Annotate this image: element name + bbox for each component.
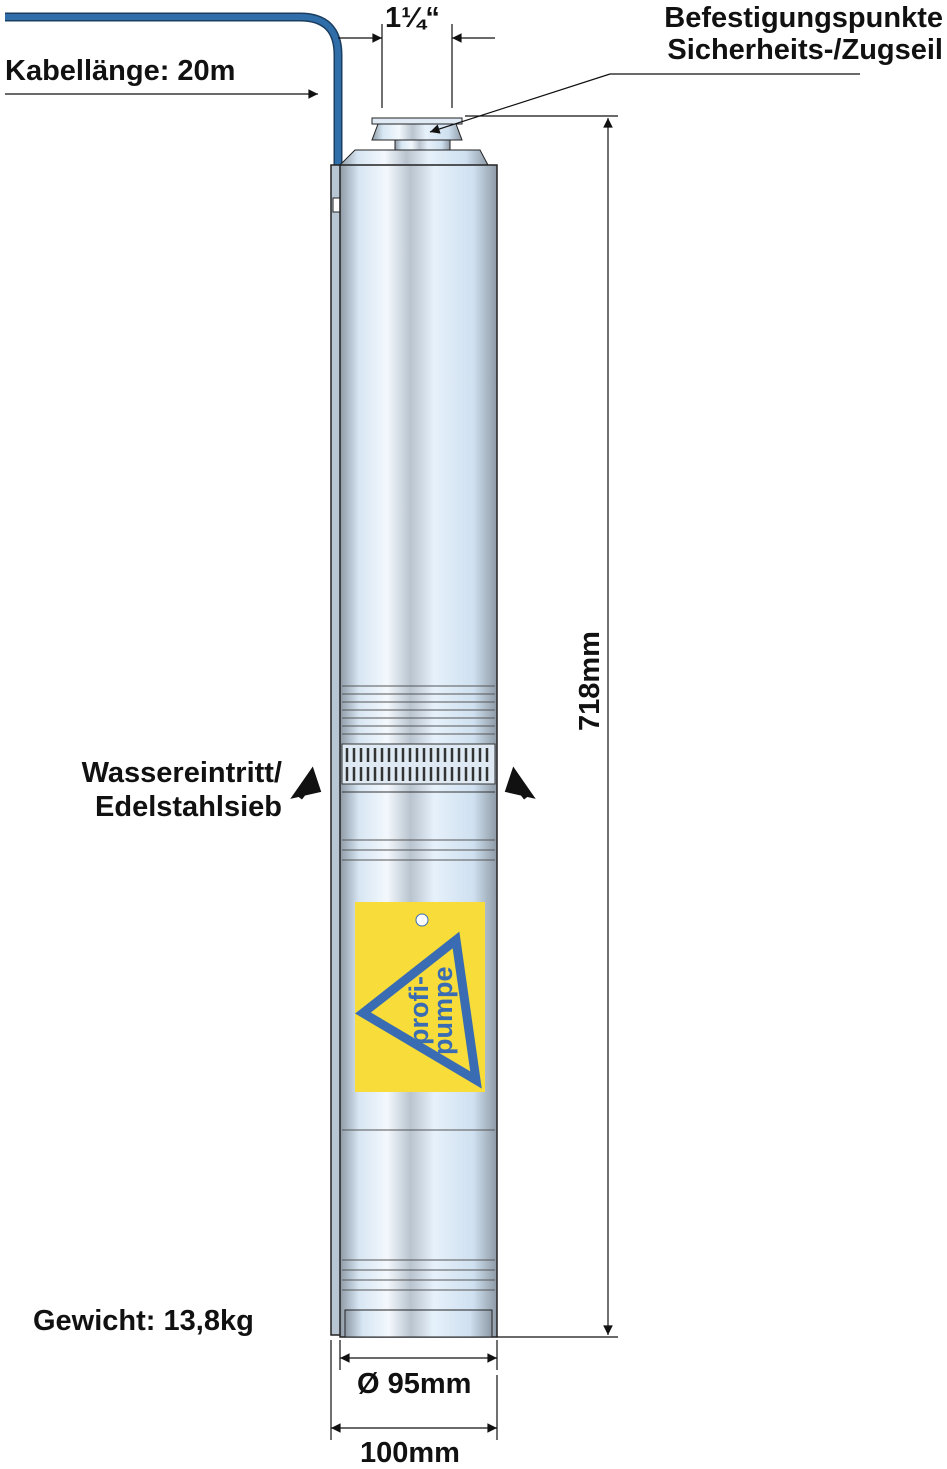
water-inlet-label-2: Edelstahlsieb xyxy=(95,791,282,823)
sieve-slots xyxy=(345,748,489,781)
weight-label: Gewicht: 13,8kg xyxy=(33,1305,254,1337)
svg-text:pumpe: pumpe xyxy=(428,966,458,1055)
brand-logo: profi- pumpe xyxy=(355,902,485,1092)
total-width-label: 100mm xyxy=(360,1437,460,1469)
inlet-arrow-right xyxy=(504,766,536,800)
dimension-lines xyxy=(5,24,860,1440)
fixing-points-label-1: Befestigungspunkte xyxy=(664,2,943,34)
svg-text:profi-: profi- xyxy=(404,976,434,1045)
thread-band xyxy=(342,685,495,1291)
outlet-size-label: 1¼“ xyxy=(385,2,440,34)
cable-length-label: Kabellänge: 20m xyxy=(5,55,236,87)
inlet-arrow-left xyxy=(290,766,322,800)
cable xyxy=(5,12,343,165)
water-inlet-label-1: Wassereintritt/ xyxy=(81,757,282,789)
pump-head xyxy=(338,149,489,166)
pump-diameter-label: Ø 95mm xyxy=(357,1368,472,1400)
height-label: 718mm xyxy=(574,631,606,731)
fixing-points-label-2: Sicherheits-/Zugseil xyxy=(667,34,943,66)
